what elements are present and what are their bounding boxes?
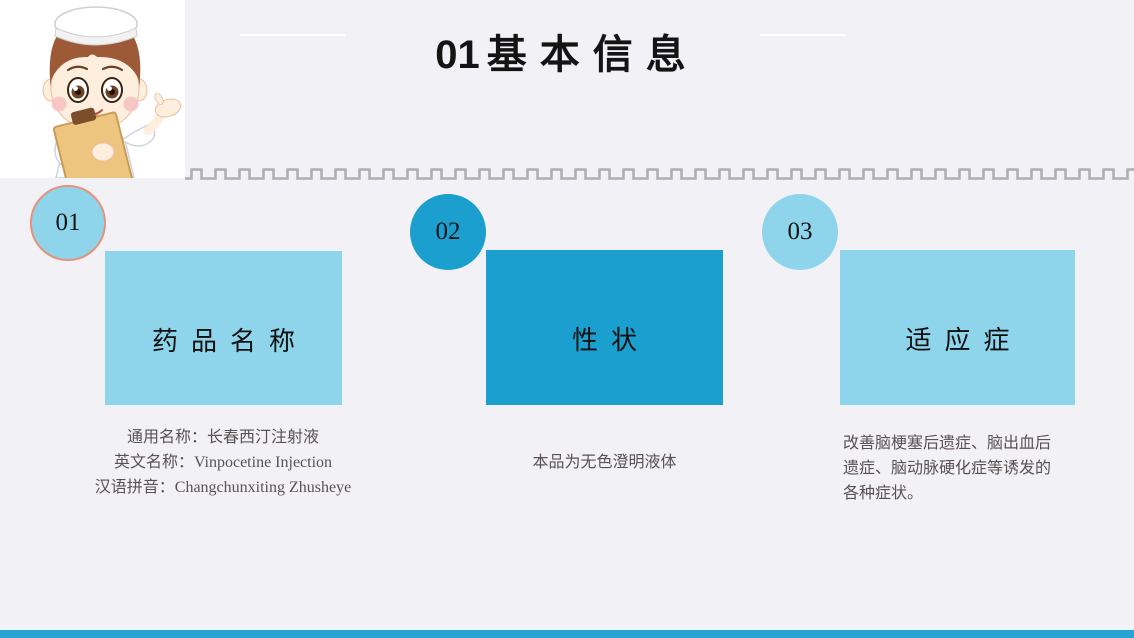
description-line: 各种症状。 [843, 485, 924, 502]
section-3-description: 改善脑梗塞后遗症、脑出血后 遗症、脑动脉硬化症等诱发的 各种症状。 [843, 431, 1065, 506]
section-2-card: 性状 [486, 250, 723, 405]
section-2-badge: 02 [410, 194, 486, 270]
section-3-badge: 03 [762, 194, 838, 270]
page-title-text: 基本信息 [486, 33, 699, 77]
nurse-cartoon-image [42, 6, 182, 178]
section-1-card: 药品名称 [105, 251, 342, 405]
nurse-illustration [0, 0, 185, 178]
section-1-number: 01 [55, 209, 81, 236]
description-line: 本品为无色澄明液体 [532, 454, 677, 471]
section-3-card-title: 适应症 [905, 325, 1023, 355]
section-3-number: 03 [787, 218, 813, 245]
page-title-number: 01 [435, 33, 480, 77]
title-deco-line-right [760, 34, 845, 36]
description-line: 改善脑梗塞后遗症、脑出血后 [843, 435, 1052, 452]
section-2-number: 02 [435, 218, 461, 245]
description-line: 通用名称：长春西汀注射液 [126, 429, 319, 446]
section-2-card-title: 性状 [571, 325, 650, 355]
title-deco-line-left [240, 34, 345, 36]
bottom-accent-bar [0, 630, 1134, 638]
description-line: 英文名称：Vinpocetine Injection [113, 454, 333, 471]
section-1-card-title: 药品名称 [151, 325, 308, 356]
section-1-description: 通用名称：长春西汀注射液 英文名称：Vinpocetine Injection … [58, 425, 388, 500]
zigzag-divider [185, 166, 1134, 182]
section-3-card: 适应症 [840, 250, 1075, 405]
description-line: 汉语拼音：Changchunxiting Zhusheye [94, 479, 352, 496]
section-2-description: 本品为无色澄明液体 [486, 450, 723, 475]
description-line: 遗症、脑动脉硬化症等诱发的 [843, 460, 1052, 477]
section-1-badge: 01 [30, 185, 106, 261]
